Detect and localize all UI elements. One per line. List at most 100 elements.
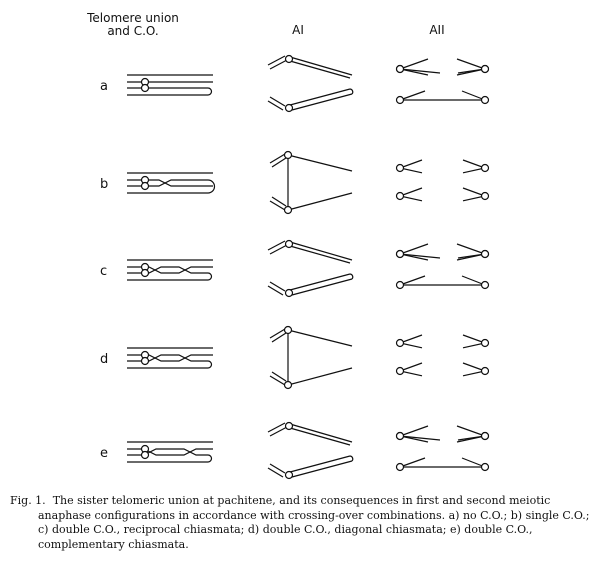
telomere-circle [284, 103, 294, 113]
column-header-telomere-union: Telomere union and C.O. [78, 12, 188, 38]
row-label: a [100, 79, 108, 94]
chromatid-line [271, 157, 287, 168]
chromatid-line [289, 245, 351, 264]
chromatid-line [461, 457, 486, 468]
pachytene-diagram-a [127, 74, 213, 96]
chromatid-line [291, 93, 353, 111]
pachytene-diagram-c [127, 259, 213, 281]
telomere-circle [395, 366, 405, 376]
telomere-circle [283, 150, 293, 160]
chromatid-end [349, 273, 354, 280]
anaphase-i-diagram-c [267, 239, 354, 298]
telomere-circle [480, 95, 490, 105]
chromatid-line [269, 153, 286, 164]
anaphase-ii-diagram-d [395, 334, 490, 377]
chromatid-end [349, 88, 354, 95]
chromatid-line [287, 192, 353, 211]
chromatid-v [397, 243, 429, 261]
telomere-circle [395, 191, 405, 201]
anaphase-i-diagram-d [269, 325, 353, 390]
telomere-circle [284, 421, 294, 431]
chromatid-end [349, 455, 354, 462]
chromatid-line [289, 56, 353, 76]
telomere-circle [480, 462, 490, 472]
telomere-circle [140, 268, 150, 278]
telomere-circle [395, 338, 405, 348]
chromatid-line [289, 273, 351, 291]
chromatid-loop [207, 454, 213, 463]
telomere-circle [283, 380, 293, 390]
chromatid-line [271, 196, 287, 207]
telomere-circle [395, 462, 405, 472]
chromatid-line [269, 244, 288, 255]
chromatid-line [289, 60, 351, 79]
chromatid-inner-top [127, 448, 213, 456]
chromatid-loop [207, 360, 213, 369]
telomere-circle [480, 431, 490, 441]
telomere-circle [480, 249, 490, 259]
chromatid-line [399, 68, 441, 74]
figure-caption: Fig. 1. The sister telomeric union at pa… [10, 494, 595, 552]
pachytene-diagram-b [127, 172, 216, 194]
chromatid-line [269, 328, 286, 339]
chromatid-inner-bottom [127, 179, 208, 187]
chromatid-line [269, 59, 288, 70]
telomere-circle [480, 163, 490, 173]
telomere-circle [140, 450, 150, 460]
anaphase-ii-diagram-b [395, 159, 490, 202]
chromatid-line [269, 375, 286, 386]
chromatid-line [289, 427, 351, 446]
chromatid-inner-top [127, 266, 213, 274]
chromatid-line [287, 329, 353, 347]
chromatid-line [271, 371, 287, 382]
chromatid-line [269, 426, 288, 437]
chromatid-line [399, 457, 426, 468]
telomere-circle [284, 470, 294, 480]
chromatid-v [397, 58, 429, 76]
anaphase-i-diagram-a [267, 54, 354, 113]
chromatid-loop [207, 272, 213, 281]
row-label: b [100, 177, 108, 192]
chromatid-loop [207, 87, 213, 96]
chromatid-line [461, 90, 486, 101]
chromatid-loop [207, 179, 216, 194]
chromatid-line [269, 96, 286, 107]
chromatid-line [399, 275, 426, 286]
chromatid-line [287, 367, 353, 386]
chromatid-line [291, 460, 353, 478]
telomere-circle [395, 431, 405, 441]
telomere-circle [395, 249, 405, 259]
chromatid-line [267, 467, 284, 478]
chromatid-v [397, 425, 429, 443]
column-header-line1: Telomere union [87, 11, 179, 25]
chromatid-line [267, 55, 286, 66]
chromatid-inner-bottom [127, 354, 208, 362]
telomere-circle [140, 83, 150, 93]
chromatid-line [399, 435, 441, 441]
row-label: c [100, 264, 107, 279]
anaphase-ii-diagram-c [395, 243, 490, 290]
anaphase-ii-diagram-e [395, 425, 490, 472]
chromatid-line [289, 423, 353, 443]
chromatid-line [461, 275, 486, 286]
chromatid-inner-bottom [127, 266, 208, 274]
chromatid-line [269, 463, 286, 474]
telomere-circle [480, 64, 490, 74]
telomere-circle [284, 239, 294, 249]
anaphase-ii-diagram-a [395, 58, 490, 105]
telomere-circle [395, 280, 405, 290]
telomere-circle [284, 288, 294, 298]
chromatid-line [269, 281, 286, 292]
anaphase-i-diagram-e [267, 421, 354, 480]
telomere-circle [395, 163, 405, 173]
chromatid-inner-top [127, 354, 213, 362]
telomere-circle [283, 325, 293, 335]
chromatid-line [457, 68, 486, 74]
chromatid-line [289, 241, 353, 261]
chromatid-line [267, 422, 286, 433]
column-header-ai: AI [292, 23, 304, 37]
column-header-line2: and C.O. [107, 24, 159, 38]
anaphase-i-diagram-b [269, 150, 353, 215]
telomere-circle [480, 366, 490, 376]
chromatid-line [287, 154, 353, 172]
